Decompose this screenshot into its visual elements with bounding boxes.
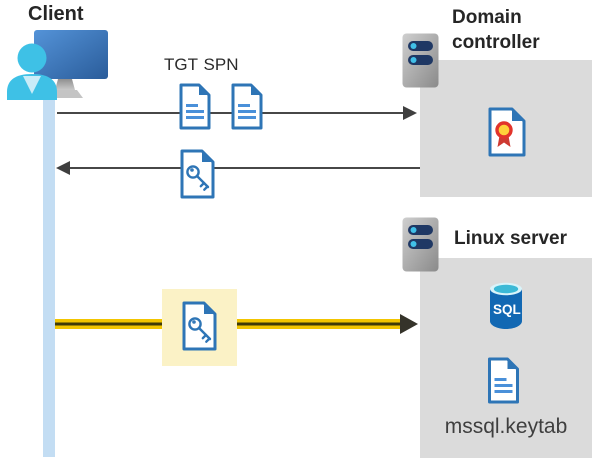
linux-server-label: Linux server	[454, 228, 567, 249]
spn-label: SPN	[203, 55, 239, 74]
request-arrow-line	[57, 112, 404, 114]
user-icon	[7, 43, 57, 100]
sql-database-icon: SQL	[490, 282, 522, 329]
tgt-label: TGT	[164, 55, 198, 74]
keytab-label: mssql.keytab	[444, 415, 568, 438]
client-lifeline	[43, 96, 55, 457]
keytab-arrowhead-icon	[400, 314, 418, 334]
client-label: Client	[28, 3, 84, 25]
sql-badge-label: SQL	[493, 302, 521, 317]
monitor-icon	[34, 30, 108, 98]
spn-document-icon	[231, 83, 263, 130]
response-arrow-line	[64, 167, 420, 169]
keytab-document-icon	[488, 357, 519, 404]
domain-controller-server-icon	[402, 33, 439, 88]
client-computer-icon	[7, 30, 108, 100]
request-arrowhead-icon	[403, 106, 417, 120]
highlighted-key-document-icon	[182, 301, 217, 351]
tgt-document-icon	[179, 83, 211, 130]
linux-server-icon	[402, 217, 439, 272]
key-document-icon	[180, 149, 215, 199]
certificate-icon	[488, 107, 526, 157]
domain-controller-label: Domain controller	[452, 7, 540, 53]
response-arrowhead-icon	[56, 161, 70, 175]
